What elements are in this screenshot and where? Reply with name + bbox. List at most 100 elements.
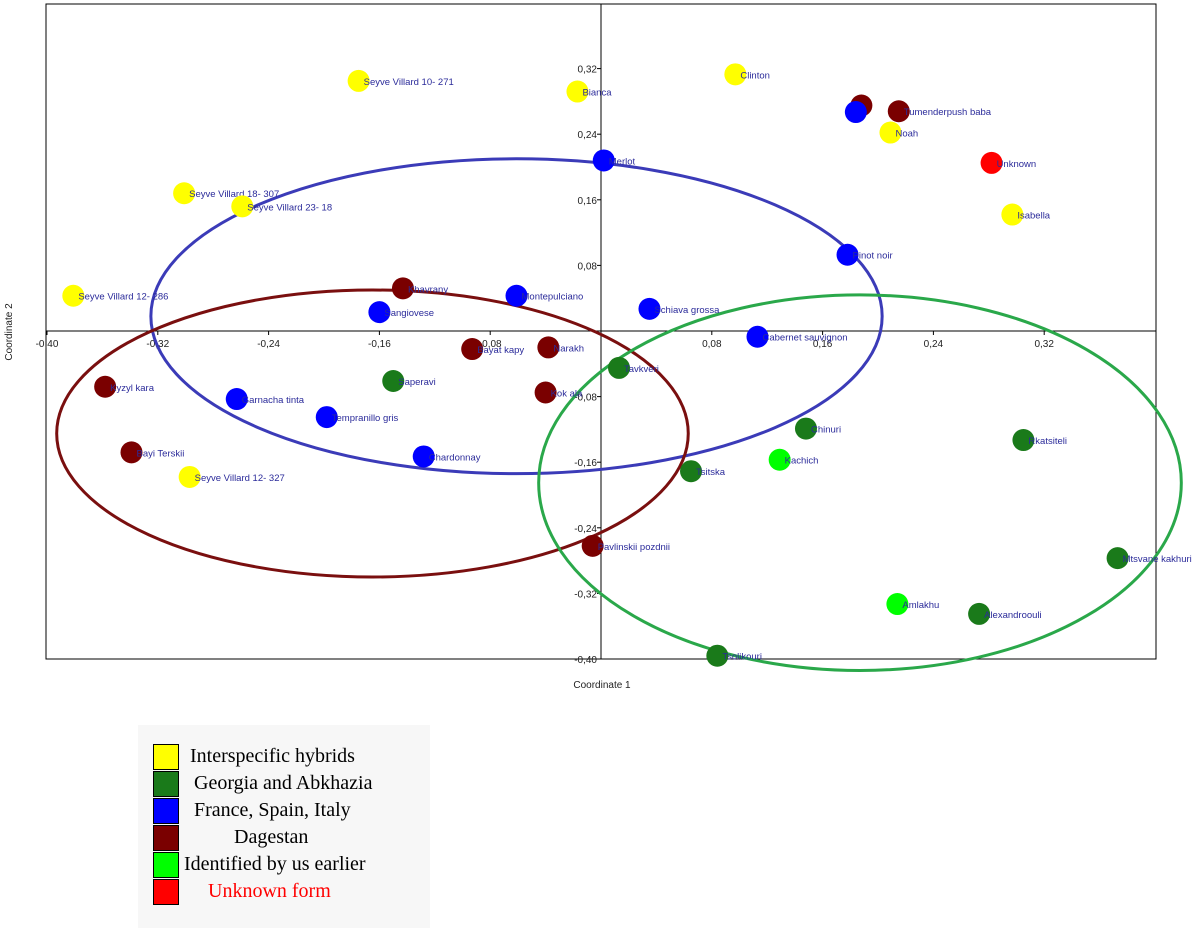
y-tick-label: 0,08	[578, 261, 598, 272]
data-point	[412, 445, 435, 468]
x-tick-label: 0,16	[813, 339, 833, 350]
y-tick-label: -0,16	[574, 458, 597, 469]
ellipse-france	[149, 157, 884, 476]
legend-swatch	[153, 771, 179, 797]
data-point	[1001, 203, 1024, 226]
data-point	[879, 121, 902, 144]
scatter-plot: -0,40 -0,32 -0,24 -0,16 -0,08 0,08 0,16 0,24 0,3…	[4, 3, 1192, 691]
data-point	[844, 101, 867, 124]
data-point	[315, 406, 338, 429]
point-label: Tempranillo gris	[332, 413, 399, 424]
x-tick-label: -0,24	[257, 339, 280, 350]
legend-swatch	[153, 852, 179, 878]
point-label: Cabernet sauvignon	[763, 333, 848, 344]
x-tick-label: -0,08	[479, 339, 502, 350]
point-label: Tumenderpush baba	[904, 107, 992, 118]
data-point	[566, 80, 589, 103]
point-label: Schiava grossa	[654, 305, 720, 316]
legend-swatch	[153, 798, 179, 824]
data-point	[368, 301, 391, 324]
data-point	[534, 381, 557, 404]
point-label: Pavlinskii pozdnii	[598, 542, 670, 553]
legend-label: Unknown form	[208, 880, 331, 902]
x-tick-label: -0,16	[368, 339, 391, 350]
data-point	[173, 182, 196, 205]
legend-item: Identified by us earlier	[138, 852, 428, 881]
legend-item: France, Spain, Italy	[138, 798, 428, 827]
ellipse-dagestan	[55, 288, 690, 579]
point-label: Saperavi	[398, 377, 436, 388]
data-point	[1106, 547, 1129, 570]
point-label: Tavkveri	[624, 364, 659, 375]
data-point	[724, 63, 747, 86]
data-point	[231, 195, 254, 218]
data-point	[225, 388, 248, 411]
data-point	[968, 602, 991, 625]
data-point	[505, 284, 528, 307]
data-point	[347, 69, 370, 92]
point-label: Merlot	[609, 156, 636, 167]
data-point	[461, 338, 484, 361]
data-point	[980, 151, 1003, 174]
point-label: Seyve Villard 23- 18	[247, 202, 332, 213]
point-label: Khavrany	[408, 284, 448, 295]
data-point	[768, 448, 791, 471]
point-label: Seyve Villard 18- 307	[189, 189, 279, 200]
axes: -0,40 -0,32 -0,24 -0,16 -0,08 0,08 0,16 0,24 0,3…	[36, 4, 1156, 666]
y-tick-label: 0,16	[578, 196, 598, 207]
legend-swatch	[153, 825, 179, 851]
ellipse-georgia	[537, 293, 1183, 672]
data-point	[120, 441, 143, 464]
x-tick-label: 0,08	[702, 339, 722, 350]
data-point	[382, 370, 405, 393]
x-tick-label: 0,24	[924, 339, 944, 350]
point-label: Chardonnay	[429, 452, 481, 463]
legend-item: Interspecific hybrids	[138, 744, 428, 773]
point-label: Alexandroouli	[984, 610, 1042, 621]
point-label: Seyve Villard 10- 271	[364, 77, 454, 88]
data-point	[887, 100, 910, 123]
point-label: Pinot noir	[853, 251, 893, 262]
point-label: Rkatsiteli	[1028, 436, 1067, 447]
point-label: Isabella	[1017, 211, 1050, 222]
point-label: Garnacha tinta	[242, 395, 305, 406]
legend-label: France, Spain, Italy	[194, 799, 351, 821]
data-point	[680, 460, 703, 483]
point-label: Noah	[895, 129, 918, 140]
data-point	[886, 593, 909, 616]
point-label: Unknown	[997, 159, 1037, 170]
data-point	[746, 325, 769, 348]
legend-item: Georgia and Abkhazia	[138, 771, 428, 800]
data-point	[638, 297, 661, 320]
x-axis-label: Coordinate 1	[573, 680, 631, 691]
data-point	[592, 149, 615, 172]
y-tick-label: 0,32	[578, 65, 598, 76]
point-label: Sangiovese	[384, 308, 434, 319]
point-label: Narakh	[553, 343, 584, 354]
y-tick-label: -0,08	[574, 393, 597, 404]
legend-label: Interspecific hybrids	[190, 745, 355, 767]
y-tick-label: -0,32	[574, 589, 597, 600]
data-point	[608, 356, 631, 379]
data-point	[794, 417, 817, 440]
data-point	[706, 644, 729, 667]
legend-swatch	[153, 744, 179, 770]
data-point	[581, 534, 604, 557]
data-points: Seyve Villard 10- 271BiancaClintonNoahIs…	[62, 63, 1192, 667]
point-label: Bianca	[582, 88, 612, 99]
legend-item: Unknown form	[138, 879, 428, 908]
point-label: Mtsvane kakhuri	[1123, 554, 1192, 565]
data-point	[537, 336, 560, 359]
point-label: Bayat kapy	[477, 345, 524, 356]
point-label: Tsitska	[696, 467, 726, 478]
data-point	[178, 465, 201, 488]
legend-label: Dagestan	[234, 826, 309, 848]
legend-item: Dagestan	[138, 825, 428, 854]
legend-label: Identified by us earlier	[184, 853, 366, 875]
x-tick-label: 0,32	[1034, 339, 1054, 350]
y-tick-label: -0,40	[574, 655, 597, 666]
data-point	[62, 284, 85, 307]
point-label: Seyve Villard 12- 286	[78, 292, 168, 303]
y-tick-label: 0,24	[578, 130, 598, 141]
